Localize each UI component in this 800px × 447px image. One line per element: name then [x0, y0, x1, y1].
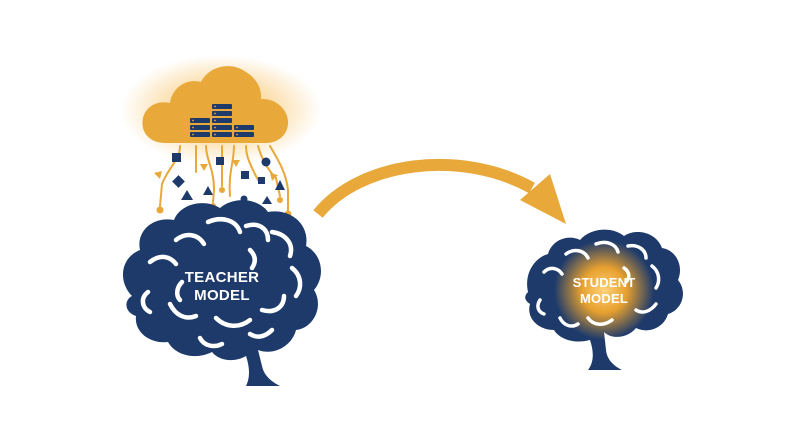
student-brain: STUDENT MODEL — [525, 229, 683, 370]
teacher-brain-icon — [122, 200, 321, 386]
navy-data-shapes — [172, 153, 285, 204]
data-cloud — [121, 55, 321, 165]
student-label-line2: MODEL — [580, 291, 628, 306]
teacher-brain: TEACHER MODEL — [122, 200, 321, 386]
teacher-brain-folds — [140, 217, 303, 349]
distillation-arrow — [313, 158, 566, 224]
student-brain-folds — [536, 240, 661, 328]
teacher-label-line1: TEACHER — [185, 269, 260, 286]
teacher-label-line2: MODEL — [194, 287, 250, 304]
curved-arrow-icon — [313, 158, 535, 218]
student-brain-glow — [554, 240, 654, 340]
arrow-head-icon — [520, 174, 566, 224]
student-label-line1: STUDENT — [573, 275, 636, 290]
server-rack-icon — [190, 104, 254, 137]
